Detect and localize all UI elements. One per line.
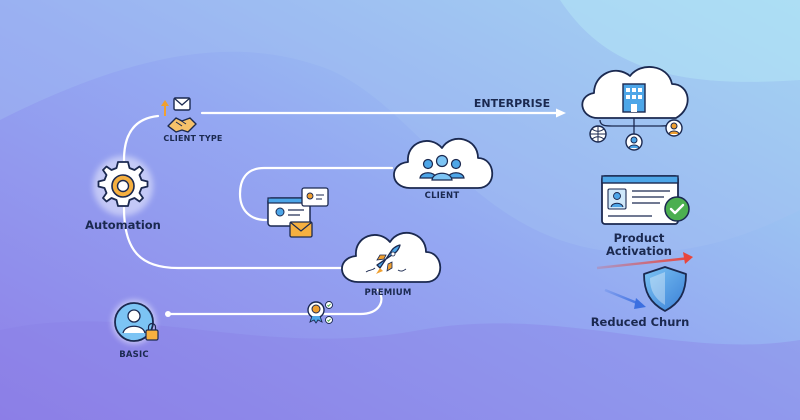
- client-type-label: CLIENT TYPE: [163, 134, 223, 143]
- shield-icon: [596, 252, 693, 312]
- premium-label: PREMIUM: [364, 288, 412, 298]
- connector-lines: [122, 111, 562, 316]
- automation-label: Automation: [85, 218, 161, 232]
- reduced-churn-label: Reduced Churn: [590, 315, 690, 329]
- building-cloud-icon: [581, 66, 689, 151]
- connector-premium-basic: [166, 288, 383, 316]
- product-activation-line1: Product: [613, 231, 665, 245]
- contact-cards-icon: [267, 187, 329, 238]
- enterprise-label: ENTERPRISE: [473, 97, 551, 110]
- connector-automation-top: [122, 114, 160, 162]
- basic-connector-dot: [165, 311, 171, 317]
- background-wave-light: [0, 0, 800, 253]
- connector-automation-bottom: [122, 206, 348, 270]
- connector-client: [238, 166, 394, 222]
- product-activation-label: Product Activation: [606, 232, 672, 258]
- handshake-envelope-icon: [161, 97, 197, 133]
- activation-window-icon: [601, 175, 690, 225]
- user-lock-icon: [112, 300, 159, 344]
- gear-icon: [93, 156, 153, 216]
- client-label: CLIENT: [424, 191, 460, 201]
- rocket-cloud-icon: [341, 232, 442, 283]
- award-icon: [307, 301, 333, 324]
- team-cloud-icon: [393, 138, 494, 189]
- product-activation-line2: Activation: [606, 244, 672, 258]
- enterprise-arrowhead: [556, 108, 566, 118]
- background-wave-right: [560, 0, 800, 82]
- background-wave-lower: [0, 321, 800, 420]
- basic-label: BASIC: [119, 350, 149, 360]
